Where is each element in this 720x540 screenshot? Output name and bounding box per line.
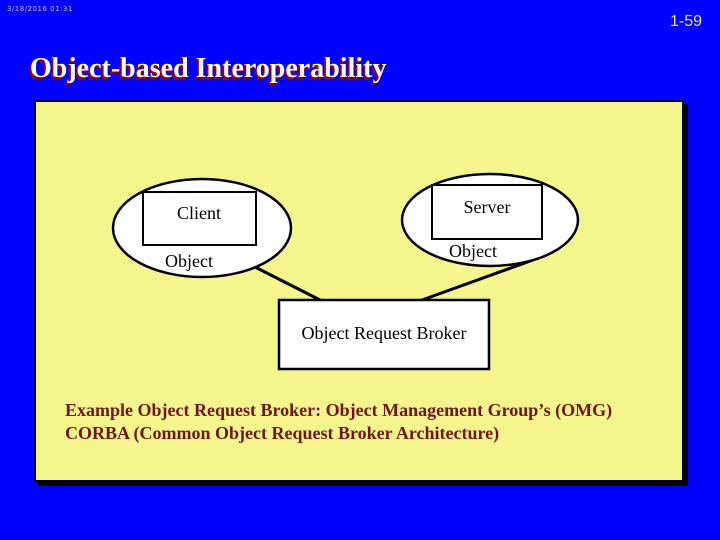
orb-label: Object Request Broker bbox=[302, 323, 467, 343]
slide-timestamp: 3/18/2016 01:31 bbox=[7, 5, 73, 13]
server-box bbox=[431, 184, 543, 240]
content-panel: Client Object Server Object Object Reque… bbox=[34, 100, 684, 482]
diagram-svg: Client Object Server Object Object Reque… bbox=[111, 172, 580, 371]
orb-box bbox=[277, 298, 491, 371]
client-box bbox=[142, 191, 257, 246]
note-line-1: Example Object Request Broker: Object Ma… bbox=[65, 400, 613, 420]
server-object-label: Object bbox=[449, 241, 497, 261]
client-box-label: Client bbox=[177, 203, 221, 223]
page-number: 1-59 bbox=[669, 13, 702, 30]
server-box-label: Server bbox=[464, 197, 511, 217]
note-text: Example Object Request Broker: Object Ma… bbox=[65, 399, 665, 445]
note-line-2: CORBA (Common Object Request Broker Arch… bbox=[65, 423, 500, 443]
server-orb-connector bbox=[421, 258, 534, 302]
client-object-label: Object bbox=[165, 251, 213, 271]
slide-title: Object-based Interoperability bbox=[30, 53, 387, 84]
client-orb-connector bbox=[254, 265, 323, 303]
